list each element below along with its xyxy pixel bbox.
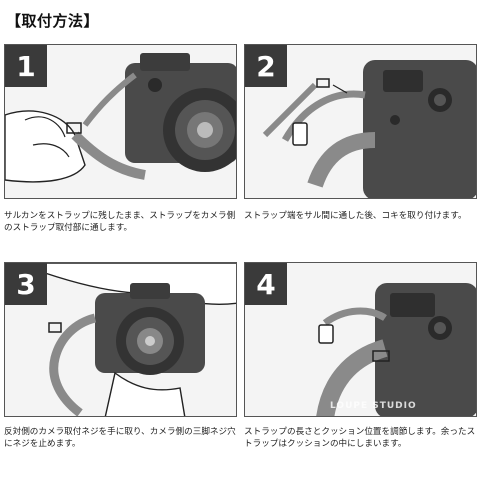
step-1-panel: 1 [4, 44, 237, 199]
step-1-illustration [5, 53, 236, 183]
step-2-number-badge: 2 [245, 45, 287, 87]
step-4-number-badge: 4 [245, 263, 287, 305]
step-2-caption: ストラップ端をサル間に通した後、コキを取り付けます。 [244, 211, 467, 221]
step-2-illustration [262, 60, 476, 198]
step-4-caption: ストラップの長さとクッション位置を調節します。余ったストラップはクッションの中に… [244, 427, 476, 449]
step-3-number-badge: 3 [5, 263, 47, 305]
step-4-illustration [316, 283, 476, 416]
watermark: LOUPE STUDIO [330, 401, 417, 411]
step-4-panel: 4 LOUPE STUDIO [244, 262, 477, 417]
step-1-number-badge: 1 [5, 45, 47, 87]
step-2-panel: 2 [244, 44, 477, 199]
step-1-caption: サルカンをストラップに残したまま、ストラップをカメラ側のストラップ取付部に通しま… [4, 211, 236, 233]
step-3-illustration [44, 263, 236, 416]
step-3-panel: 3 [4, 262, 237, 417]
page-title: 【取付方法】 [6, 12, 100, 30]
step-3-caption: 反対側のカメラ取付ネジを手に取り、カメラ側の三脚ネジ穴にネジを止めます。 [4, 427, 236, 449]
